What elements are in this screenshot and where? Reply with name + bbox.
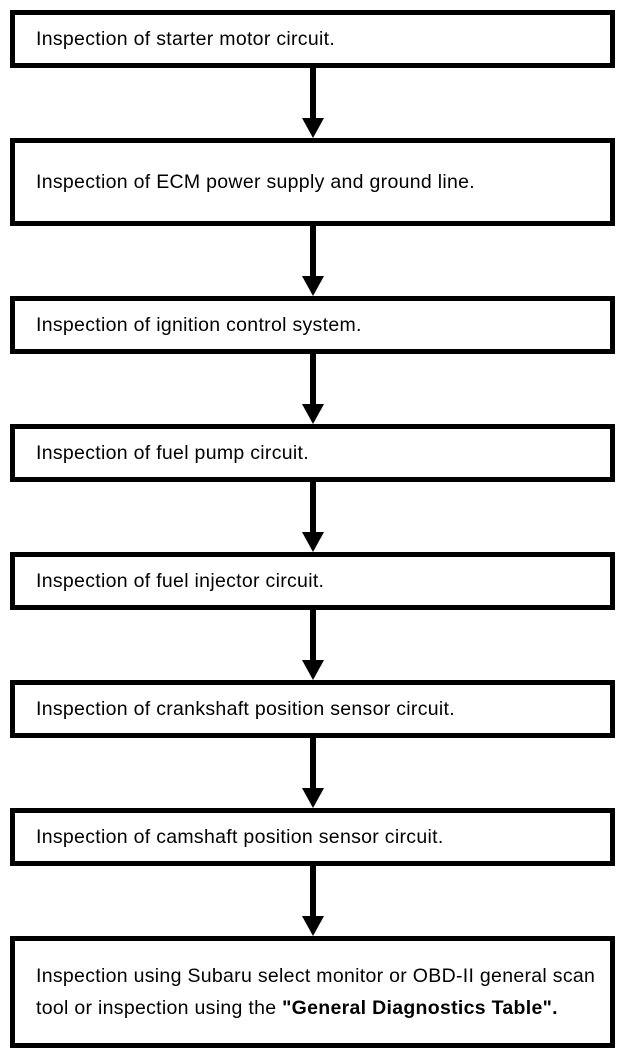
flow-step-fuel-pump: Inspection of fuel pump circuit. <box>10 424 615 482</box>
flow-step-crankshaft-sensor: Inspection of crankshaft position sensor… <box>10 680 615 738</box>
flow-arrow <box>10 866 615 936</box>
arrow-shaft <box>309 866 316 918</box>
arrow-shaft <box>309 610 316 662</box>
flow-step-fuel-injector: Inspection of fuel injector circuit. <box>10 552 615 610</box>
arrow-down-icon <box>301 916 324 936</box>
flow-step-label: Inspection using Subaru select monitor o… <box>36 960 596 1024</box>
arrow-shaft <box>309 354 316 406</box>
arrow-down-icon <box>301 660 324 680</box>
flow-step-label: Inspection of fuel pump circuit. <box>36 442 309 464</box>
flow-step-label: Inspection of crankshaft position sensor… <box>36 698 455 720</box>
arrow-shaft <box>309 738 316 790</box>
flow-step-label: Inspection of ECM power supply and groun… <box>36 171 476 193</box>
flow-arrow <box>10 610 615 680</box>
arrow-down-icon <box>301 788 324 808</box>
flow-arrow <box>10 482 615 552</box>
flow-step-label: Inspection of camshaft position sensor c… <box>36 826 444 848</box>
flow-step-ignition-control: Inspection of ignition control system. <box>10 296 615 354</box>
arrow-down-icon <box>301 276 324 296</box>
flow-arrow <box>10 68 615 138</box>
flow-step-label: Inspection of starter motor circuit. <box>36 28 336 50</box>
arrow-down-icon <box>301 532 324 552</box>
flow-arrow <box>10 226 615 296</box>
flow-step-ecm-power-supply: Inspection of ECM power supply and groun… <box>10 138 615 226</box>
arrow-down-icon <box>301 118 324 138</box>
arrow-down-icon <box>301 404 324 424</box>
flowchart: Inspection of starter motor circuit. Ins… <box>10 0 615 1048</box>
arrow-shaft <box>309 482 316 534</box>
flow-step-starter-motor: Inspection of starter motor circuit. <box>10 10 615 68</box>
flow-step-label-prefix: Inspection using Subaru select monitor o… <box>36 965 596 1019</box>
flow-step-label-bold: "General Diagnostics Table". <box>282 997 558 1019</box>
flow-step-label: Inspection of ignition control system. <box>36 314 362 336</box>
flow-step-camshaft-sensor: Inspection of camshaft position sensor c… <box>10 808 615 866</box>
flow-step-select-monitor: Inspection using Subaru select monitor o… <box>10 936 615 1048</box>
flow-arrow <box>10 738 615 808</box>
arrow-shaft <box>309 226 316 278</box>
flow-step-label: Inspection of fuel injector circuit. <box>36 570 325 592</box>
arrow-shaft <box>309 68 316 120</box>
flow-arrow <box>10 354 615 424</box>
